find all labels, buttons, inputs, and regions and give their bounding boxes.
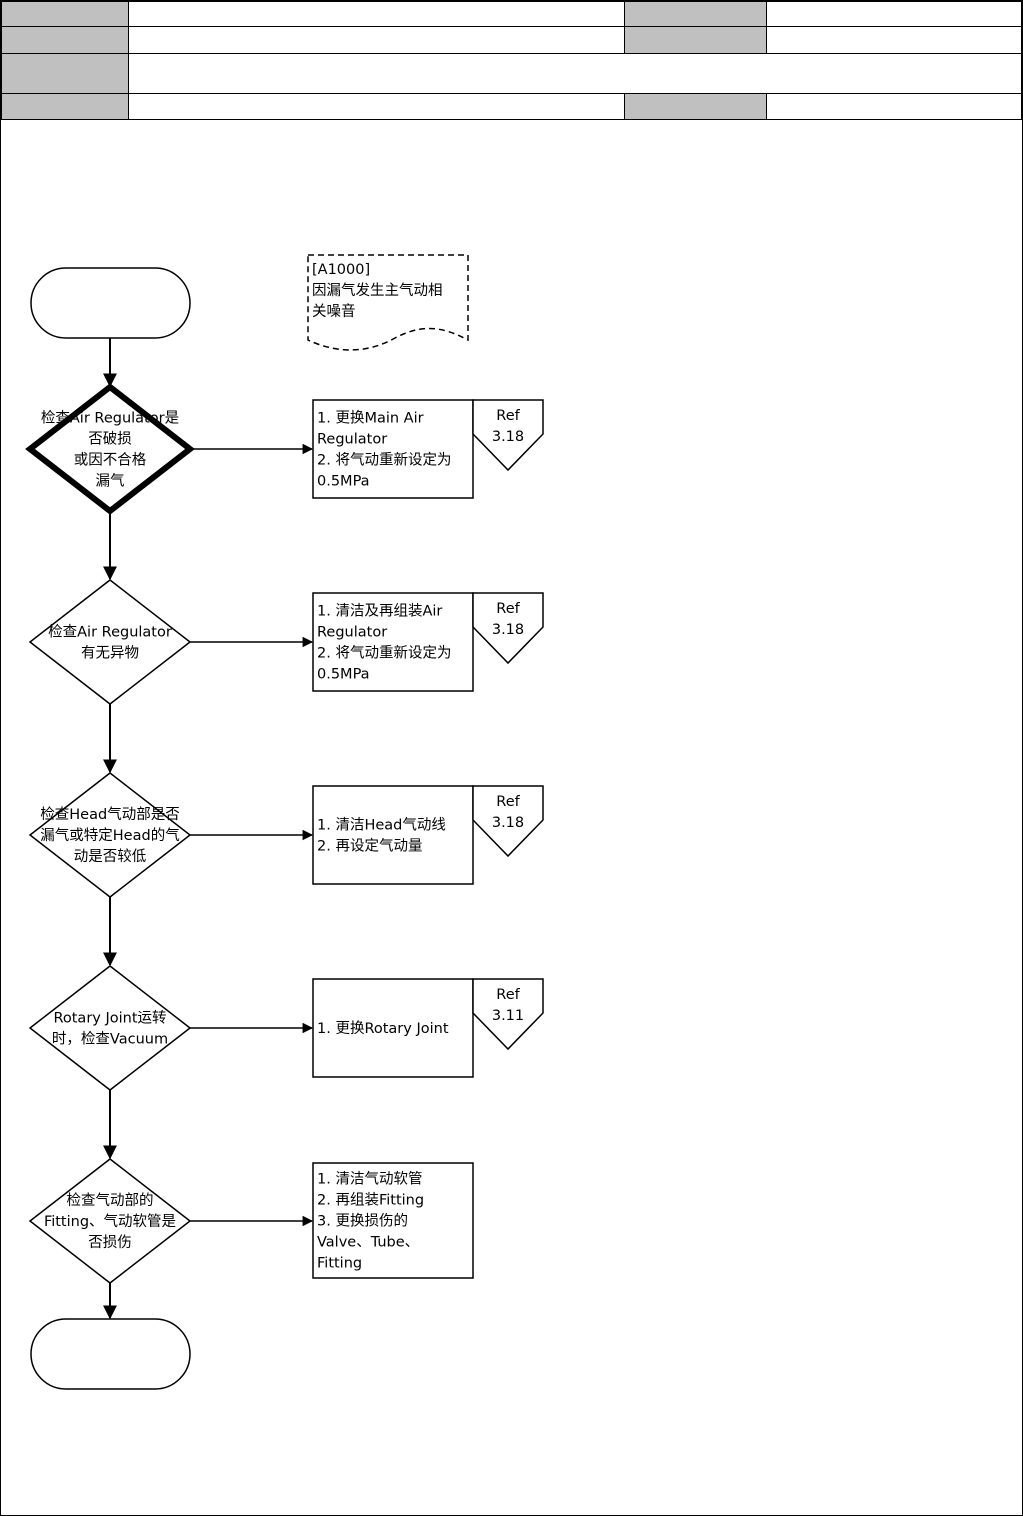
action-text: 2. 将气动重新设定为 (317, 452, 451, 469)
ref-text: 3.18 (492, 429, 524, 445)
action-text: 0.5MPa (317, 474, 370, 490)
action-text: 1. 清洁气动软管 (317, 1171, 422, 1188)
action-text: 1. 更换Rotary Joint (317, 1020, 449, 1037)
action-text: Valve、Tube、 (317, 1235, 419, 1251)
decision-text: 时，检查Vacuum (52, 1031, 168, 1048)
action-text: Regulator (317, 625, 387, 641)
header-label-4b (624, 93, 767, 120)
decision-text: 否损伤 (88, 1234, 132, 1251)
decision-diamond (25, 383, 195, 515)
action-text: 1. 清洁Head气动线 (317, 817, 446, 834)
ref-connector (472, 592, 544, 665)
decision-diamond (28, 579, 192, 705)
action-box (312, 399, 474, 499)
action-text: 1. 清洁及再组装Air (317, 603, 442, 620)
ref-text: 3.11 (492, 1008, 524, 1024)
ref-text: 3.18 (492, 815, 524, 831)
action-text: 0.5MPa (317, 667, 370, 683)
ref-text: Ref (496, 601, 520, 617)
start-terminator (30, 267, 191, 339)
note-shape (307, 254, 469, 351)
action-text: 2. 将气动重新设定为 (317, 645, 451, 662)
decision-text: 漏气 (96, 473, 125, 490)
action-box (312, 592, 474, 692)
header-value-4b (766, 93, 1022, 120)
header-value-4 (128, 93, 625, 120)
ref-connector (472, 399, 544, 472)
decision-text: Fitting、气动软管是 (44, 1213, 176, 1230)
note-line: 关噪音 (312, 303, 356, 320)
header-value-1b (766, 1, 1022, 27)
note-line: [A1000] (312, 262, 370, 278)
ref-text: Ref (496, 794, 520, 810)
decision-text: 检查Head气动部是否 (40, 806, 179, 823)
ref-text: Ref (496, 987, 520, 1003)
header-value-1 (128, 1, 625, 27)
action-box (312, 1162, 474, 1279)
action-text: 2. 再组装Fitting (317, 1192, 424, 1209)
header-value-3 (128, 53, 1022, 94)
decision-text: Rotary Joint运转 (53, 1010, 166, 1027)
decision-text: 或因不合格 (74, 452, 147, 469)
note-line: 因漏气发生主气动相 (312, 282, 443, 299)
decision-diamond (28, 1158, 192, 1284)
decision-text: 检查Air Regulator (48, 624, 172, 641)
ref-connector (472, 785, 544, 858)
decision-text: 有无异物 (81, 645, 139, 662)
decision-diamond (28, 965, 192, 1091)
decision-text: 检查Air Regulator是 (41, 410, 179, 427)
action-text: Fitting (317, 1256, 362, 1272)
decision-text: 检查气动部的 (67, 1192, 154, 1209)
action-text: 1. 更换Main Air (317, 410, 424, 427)
ref-connector (472, 978, 544, 1051)
header-label-2b (624, 26, 767, 54)
decision-text: 否破损 (88, 431, 132, 448)
action-text: Regulator (317, 432, 387, 448)
decision-diamond (28, 772, 192, 898)
action-box (312, 978, 474, 1078)
header-label-3 (1, 53, 129, 94)
decision-text: 漏气或特定Head的气 (40, 827, 179, 844)
end-terminator (30, 1318, 191, 1390)
header-table (0, 0, 1023, 120)
ref-text: Ref (496, 408, 520, 424)
action-text: 3. 更换损伤的 (317, 1213, 408, 1230)
header-value-2b (766, 26, 1022, 54)
decision-text: 动是否较低 (74, 847, 147, 865)
action-box (312, 785, 474, 885)
action-text: 2. 再设定气动量 (317, 838, 422, 855)
ref-text: 3.18 (492, 622, 524, 638)
